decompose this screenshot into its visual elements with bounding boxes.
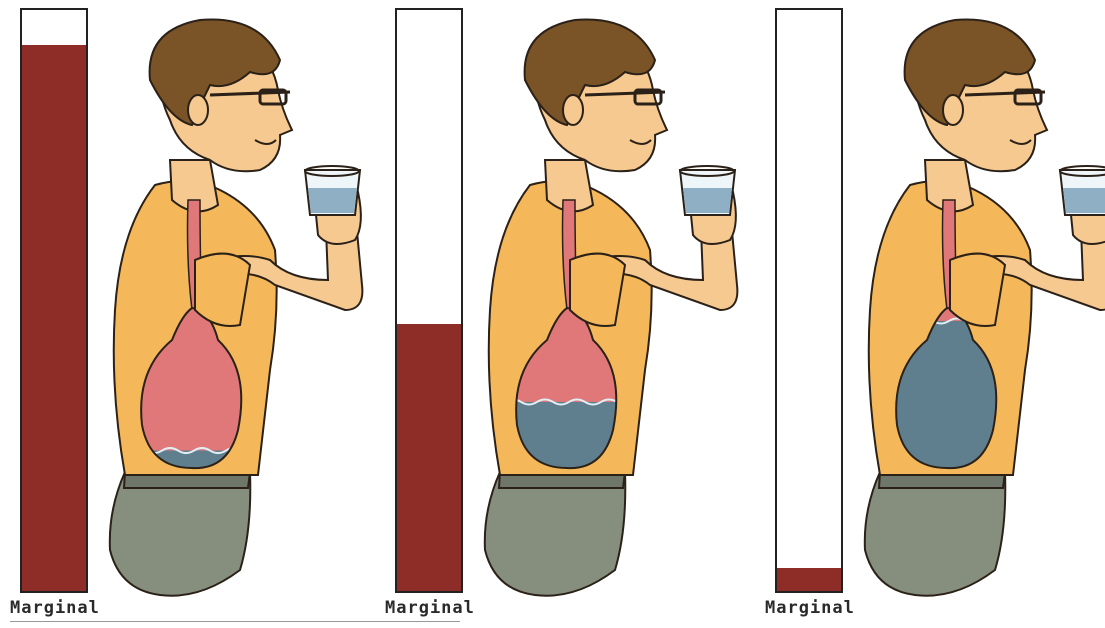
panel-2: Marginal <box>375 0 745 628</box>
person-drinking-water-icon <box>475 10 750 610</box>
marginal-bar <box>395 8 463 593</box>
ear <box>563 95 583 125</box>
pants <box>110 472 250 596</box>
person-drinking-water-icon <box>855 10 1105 610</box>
ear <box>188 95 208 125</box>
glass-water <box>1063 188 1105 213</box>
marginal-bar-fill <box>397 324 461 591</box>
panel-1: Marginal <box>0 0 370 628</box>
sleeve <box>570 254 625 326</box>
panel-3: Marginal <box>755 0 1105 628</box>
marginal-bar <box>20 8 88 593</box>
marginal-bar <box>775 8 843 593</box>
marginal-label: Marginal <box>765 598 855 618</box>
sleeve <box>950 254 1005 326</box>
marginal-bar-fill <box>777 568 841 591</box>
ear <box>943 95 963 125</box>
pants <box>865 472 1005 596</box>
marginal-label: Marginal <box>385 598 475 618</box>
marginal-label: Marginal <box>10 598 100 618</box>
sleeve <box>195 254 250 326</box>
pants <box>485 472 625 596</box>
person-drinking-water-icon <box>100 10 375 610</box>
glass-water <box>308 188 357 213</box>
marginal-bar-fill <box>22 45 86 591</box>
glass-water <box>683 188 732 213</box>
